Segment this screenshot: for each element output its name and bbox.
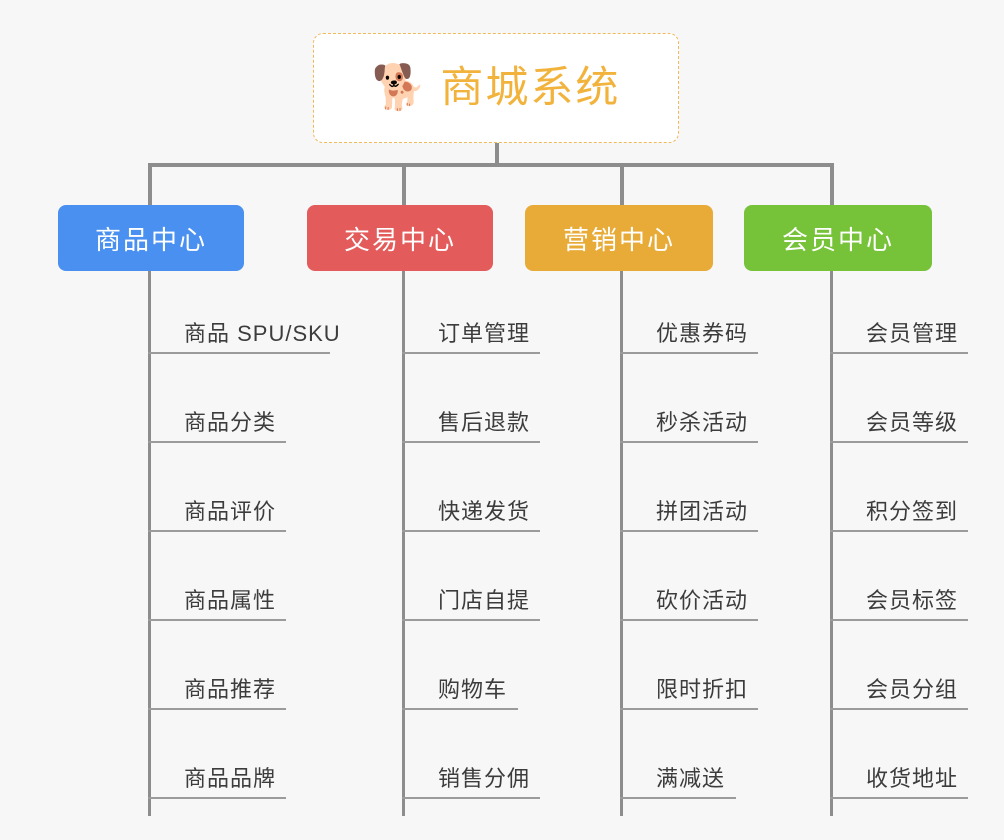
leaf-spine-marketing-center xyxy=(620,271,623,816)
leaf-item[interactable]: 门店自提 xyxy=(402,538,614,627)
leaf-item-label: 售后退款 xyxy=(438,410,531,435)
leaf-item[interactable]: 商品 SPU/SKU xyxy=(148,271,380,360)
leaf-item-label: 会员标签 xyxy=(866,588,959,613)
leaf-item-underline xyxy=(620,441,758,443)
leaf-item[interactable]: 售后退款 xyxy=(402,360,614,449)
leaf-item[interactable]: 销售分佣 xyxy=(402,716,614,805)
leaf-item-label: 门店自提 xyxy=(438,588,531,613)
leaf-item-label: 商品属性 xyxy=(184,588,277,613)
leaf-item[interactable]: 快递发货 xyxy=(402,449,614,538)
leaf-item[interactable]: 积分签到 xyxy=(830,449,1004,538)
leaf-item-underline xyxy=(148,352,330,354)
leaf-item-label: 收货地址 xyxy=(866,766,959,791)
leaf-item[interactable]: 砍价活动 xyxy=(620,538,832,627)
leaf-item-underline xyxy=(148,530,286,532)
leaf-item-underline xyxy=(830,530,968,532)
connector-drop-member-center xyxy=(830,163,834,205)
leaf-item[interactable]: 秒杀活动 xyxy=(620,360,832,449)
leaf-item-underline xyxy=(620,530,758,532)
leaf-item-label: 商品品牌 xyxy=(184,766,277,791)
leaf-item-underline xyxy=(620,619,758,621)
leaf-spine-member-center xyxy=(830,271,833,816)
leaf-item[interactable]: 商品推荐 xyxy=(148,627,380,716)
connector-drop-marketing-center xyxy=(620,163,624,205)
category-header-trade-center[interactable]: 交易中心 xyxy=(307,205,493,271)
leaf-item-underline xyxy=(830,708,968,710)
shiba-dog-face-icon: 🐕 xyxy=(371,63,427,112)
category-header-product-center[interactable]: 商品中心 xyxy=(58,205,244,271)
leaf-item-label: 购物车 xyxy=(438,677,508,702)
leaf-item-label: 商品分类 xyxy=(184,410,277,435)
leaf-column-member-center: 会员管理会员等级积分签到会员标签会员分组收货地址 xyxy=(830,271,1004,816)
leaf-item[interactable]: 商品品牌 xyxy=(148,716,380,805)
leaf-item-label: 砍价活动 xyxy=(656,588,749,613)
leaf-item[interactable]: 收货地址 xyxy=(830,716,1004,805)
leaf-item[interactable]: 会员等级 xyxy=(830,360,1004,449)
leaf-item[interactable]: 拼团活动 xyxy=(620,449,832,538)
leaf-item-underline xyxy=(402,352,540,354)
leaf-item[interactable]: 会员分组 xyxy=(830,627,1004,716)
leaf-item-label: 满减送 xyxy=(656,766,726,791)
leaf-item-underline xyxy=(148,441,286,443)
leaf-item[interactable]: 商品属性 xyxy=(148,538,380,627)
leaf-spine-product-center xyxy=(148,271,151,816)
leaf-item[interactable]: 限时折扣 xyxy=(620,627,832,716)
leaf-item-label: 会员等级 xyxy=(866,410,959,435)
leaf-item-label: 销售分佣 xyxy=(438,766,531,791)
leaf-item-label: 会员分组 xyxy=(866,677,959,702)
connector-drop-trade-center xyxy=(402,163,406,205)
leaf-item-underline xyxy=(830,352,968,354)
category-header-marketing-center[interactable]: 营销中心 xyxy=(525,205,713,271)
leaf-item-underline xyxy=(402,441,540,443)
leaf-item-underline xyxy=(402,530,540,532)
leaf-item-underline xyxy=(830,797,968,799)
leaf-item[interactable]: 会员标签 xyxy=(830,538,1004,627)
leaf-item-underline xyxy=(402,797,540,799)
leaf-item-label: 积分签到 xyxy=(866,499,959,524)
leaf-item[interactable]: 订单管理 xyxy=(402,271,614,360)
leaf-item-label: 拼团活动 xyxy=(656,499,749,524)
leaf-item-label: 限时折扣 xyxy=(656,677,749,702)
leaf-item-label: 会员管理 xyxy=(866,321,959,346)
root-node-mall-system[interactable]: 🐕 商城系统 xyxy=(313,33,679,143)
leaf-item[interactable]: 满减送 xyxy=(620,716,832,805)
leaf-column-marketing-center: 优惠券码秒杀活动拼团活动砍价活动限时折扣满减送 xyxy=(620,271,832,816)
connector-horizontal-bus xyxy=(148,163,832,167)
leaf-item-underline xyxy=(148,797,286,799)
category-header-member-center[interactable]: 会员中心 xyxy=(744,205,932,271)
leaf-item-underline xyxy=(148,708,286,710)
leaf-item-underline xyxy=(402,619,540,621)
leaf-item-label: 商品推荐 xyxy=(184,677,277,702)
connector-root-stem xyxy=(495,143,499,167)
leaf-item[interactable]: 商品评价 xyxy=(148,449,380,538)
leaf-column-trade-center: 订单管理售后退款快递发货门店自提购物车销售分佣 xyxy=(402,271,614,816)
leaf-item-underline xyxy=(620,797,736,799)
connector-drop-product-center xyxy=(148,163,152,205)
leaf-item-label: 商品 SPU/SKU xyxy=(184,321,341,346)
leaf-item[interactable]: 商品分类 xyxy=(148,360,380,449)
leaf-item[interactable]: 购物车 xyxy=(402,627,614,716)
leaf-spine-trade-center xyxy=(402,271,405,816)
leaf-item-underline xyxy=(830,441,968,443)
leaf-item[interactable]: 优惠券码 xyxy=(620,271,832,360)
leaf-column-product-center: 商品 SPU/SKU 商品分类商品评价商品属性商品推荐商品品牌 xyxy=(148,271,380,816)
leaf-item-underline xyxy=(402,708,518,710)
leaf-item-label: 订单管理 xyxy=(438,321,531,346)
leaf-item-label: 秒杀活动 xyxy=(656,410,749,435)
leaf-item-underline xyxy=(620,708,758,710)
leaf-item-underline xyxy=(620,352,758,354)
leaf-item-label: 优惠券码 xyxy=(656,321,749,346)
leaf-item-label: 快递发货 xyxy=(438,499,531,524)
leaf-item-underline xyxy=(148,619,286,621)
leaf-item-label: 商品评价 xyxy=(184,499,277,524)
leaf-item[interactable]: 会员管理 xyxy=(830,271,1004,360)
leaf-item-underline xyxy=(830,619,968,621)
root-node-title: 商城系统 xyxy=(440,63,621,112)
